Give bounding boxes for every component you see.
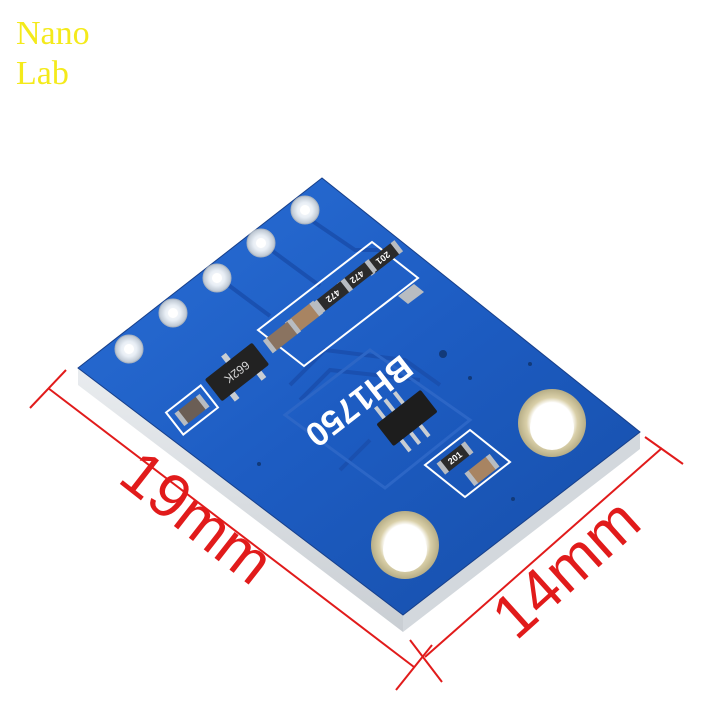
watermark-line-2: Lab [16,55,69,92]
passive-components: 201 472 472 [256,240,424,368]
watermark-logo: Nano Lab [16,14,90,94]
dimension-length [29,369,433,691]
dimension-width [409,436,684,683]
pin-header [114,195,320,364]
voltage-regulator: 662K [205,343,269,402]
sensor-ic [374,390,437,453]
pcb-edge [78,368,640,632]
passive-components-lower: 201 [423,428,512,499]
capacitor-left [164,384,220,436]
watermark-line-1: Nano [16,15,90,52]
mounting-holes [371,389,586,579]
vias [257,350,532,501]
